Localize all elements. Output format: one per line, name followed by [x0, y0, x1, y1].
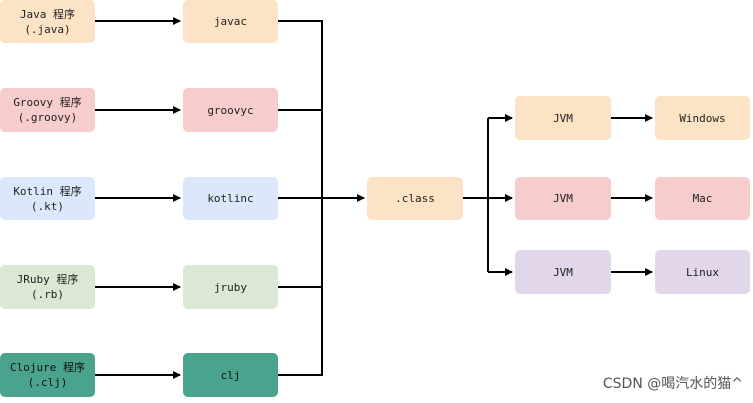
jvm-linux: JVM [515, 250, 611, 294]
compiler-javac: javac [183, 0, 278, 43]
source-kotlin: Kotlin 程序 (.kt) [0, 177, 95, 220]
platform-windows: Windows [655, 96, 750, 140]
source-java: Java 程序 (.java) [0, 0, 95, 43]
source-jruby: JRuby 程序 (.rb) [0, 265, 95, 309]
compiler-jruby: jruby [183, 265, 278, 309]
csdn-watermark: CSDN @喝汽水的猫^ [600, 373, 745, 393]
compiler-groovyc: groovyc [183, 88, 278, 132]
jvm-windows: JVM [515, 96, 611, 140]
platform-linux: Linux [655, 250, 750, 294]
jvm-mac: JVM [515, 177, 611, 220]
source-groovy: Groovy 程序 (.groovy) [0, 88, 95, 132]
source-clojure: Clojure 程序 (.clj) [0, 353, 95, 397]
compiler-kotlinc: kotlinc [183, 177, 278, 220]
bytecode-class: .class [367, 177, 463, 220]
compiler-clj: clj [183, 353, 278, 397]
platform-mac: Mac [655, 177, 750, 220]
